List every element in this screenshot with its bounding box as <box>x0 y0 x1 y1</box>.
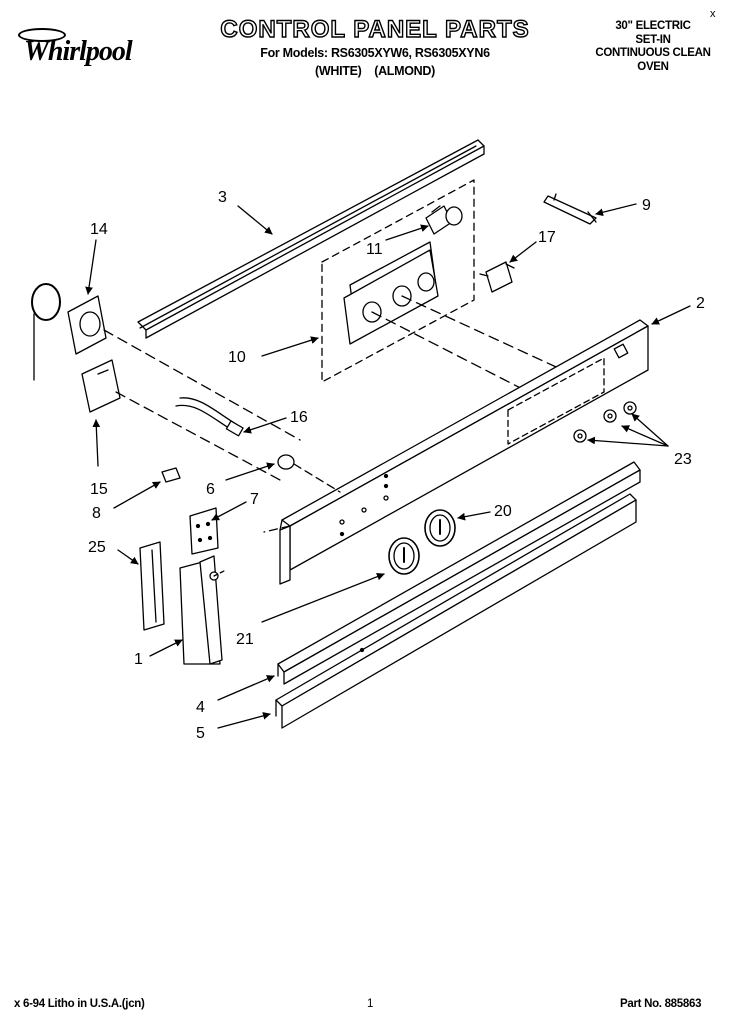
callout-15: 15 <box>90 481 108 498</box>
part-9-bracket <box>543 193 597 225</box>
part-10-switch-bracket <box>321 179 581 399</box>
footer-litho: x 6-94 Litho in U.S.A.(jcn) <box>14 998 145 1010</box>
callout-17: 17 <box>538 229 556 246</box>
callout-1: 1 <box>134 651 143 668</box>
part-5-lower-trim <box>275 493 637 729</box>
part-3-trim-strip <box>137 139 485 339</box>
part-25-end-trim <box>139 541 165 631</box>
part-20-knob <box>424 509 456 547</box>
part-16-wire-harness <box>175 397 244 437</box>
callout-labels: 3 14 11 17 9 2 10 16 23 15 6 7 8 20 25 1… <box>88 189 705 742</box>
part-23-grommets <box>573 401 637 443</box>
part-21-knob <box>388 537 420 575</box>
callout-11: 11 <box>366 241 383 258</box>
part-2-control-panel <box>263 319 649 585</box>
callout-8: 8 <box>92 505 101 522</box>
whirlpool-logo: Whirlpool <box>18 28 166 76</box>
callout-2: 2 <box>696 295 705 312</box>
desc-line: SET-IN <box>635 33 671 46</box>
part-11-infinite-switch <box>425 205 463 235</box>
callout-7: 7 <box>250 491 259 508</box>
brand-name: Whirlpool <box>24 36 133 67</box>
desc-line: CONTINUOUS CLEAN <box>595 47 711 59</box>
callout-20: 20 <box>494 503 512 520</box>
footer-part-number: Part No. 885863 <box>620 998 702 1010</box>
desc-line: OVEN <box>637 60 669 73</box>
part-8-clip <box>161 467 181 483</box>
callout-3: 3 <box>218 189 227 206</box>
logo-swoosh-icon <box>18 28 66 42</box>
corner-mark: x <box>710 8 716 20</box>
leader-lines <box>85 203 691 729</box>
part-17-connector <box>479 261 515 293</box>
part-4-lower-trim <box>277 461 641 685</box>
callout-4: 4 <box>196 699 205 716</box>
callout-5: 5 <box>196 725 205 742</box>
part-6-lamp-socket <box>277 454 341 493</box>
callout-14: 14 <box>90 221 108 238</box>
desc-line: 30" ELECTRIC <box>615 20 691 32</box>
part-14-thermostat <box>31 283 301 441</box>
footer-page-number: 1 <box>367 998 374 1010</box>
product-description: 30" ELECTRIC SET-IN CONTINUOUS CLEAN OVE… <box>578 20 728 74</box>
callout-23: 23 <box>674 451 692 468</box>
part-7-bracket-plate <box>189 507 219 555</box>
callout-10: 10 <box>228 349 246 366</box>
part-15-timer <box>81 359 281 481</box>
callout-21: 21 <box>236 631 254 648</box>
callout-6: 6 <box>206 481 215 498</box>
models-line: For Models: RS6305XYW6, RS6305XYN6 <box>260 46 490 60</box>
page-title: CONTROL PANEL PARTS <box>220 15 530 43</box>
part-1-end-cap <box>179 555 227 665</box>
callout-9: 9 <box>642 197 651 214</box>
callout-25: 25 <box>88 539 106 556</box>
callout-16: 16 <box>290 409 308 426</box>
colors-line: (WHITE) (ALMOND) <box>315 64 435 78</box>
